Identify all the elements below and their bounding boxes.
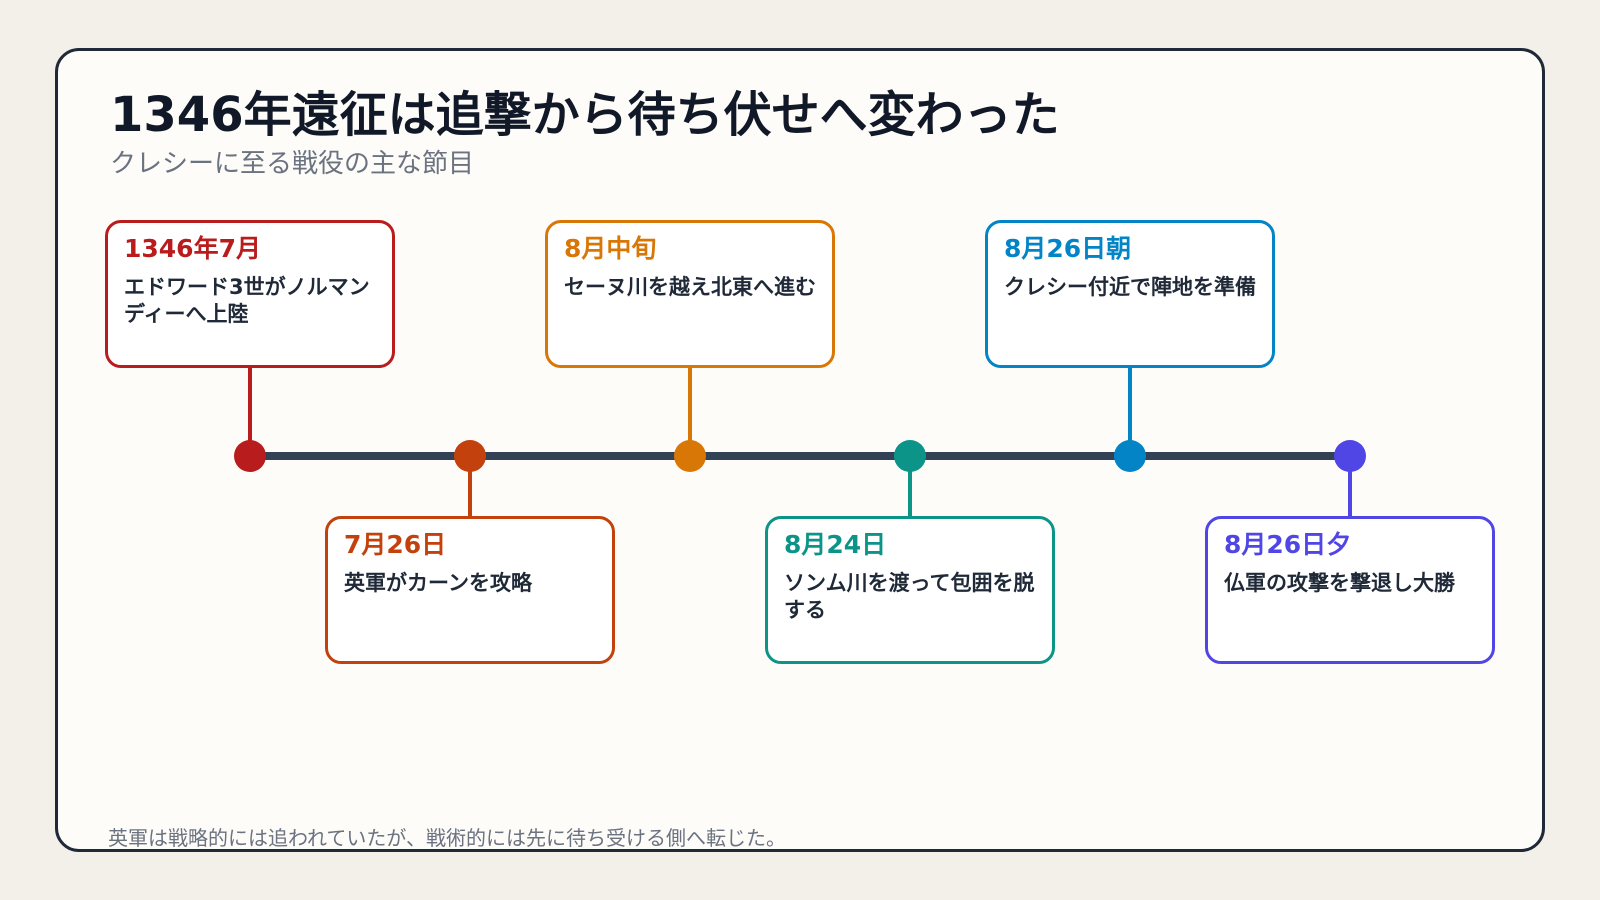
event-marker — [234, 440, 266, 472]
event-marker — [894, 440, 926, 472]
page-subtitle: クレシーに至る戦役の主な節目 — [110, 149, 475, 179]
timeline-axis — [250, 452, 1350, 460]
event-description: ソンム川を渡って包囲を脱する — [784, 570, 1035, 622]
event-box: 8月24日 ソンム川を渡って包囲を脱する — [765, 516, 1055, 664]
event-box: 7月26日 英軍がカーンを攻略 — [325, 516, 615, 664]
timeline-card: 1346年遠征は追撃から待ち伏せへ変わった クレシーに至る戦役の主な節目 英軍は… — [55, 48, 1545, 852]
page-title: 1346年遠征は追撃から待ち伏せへ変わった — [110, 87, 1060, 143]
event-connector — [248, 368, 252, 456]
event-description: クレシー付近で陣地を準備 — [1004, 274, 1256, 299]
event-marker — [674, 440, 706, 472]
event-date: 8月中旬 — [564, 234, 657, 263]
event-connector — [468, 456, 472, 516]
event-connector — [908, 456, 912, 516]
event-date: 7月26日 — [344, 530, 447, 559]
event-marker — [454, 440, 486, 472]
event-date: 8月26日夕 — [1224, 530, 1352, 559]
event-description: セーヌ川を越え北東へ進む — [564, 274, 816, 299]
event-description: 英軍がカーンを攻略 — [344, 570, 532, 595]
event-box: 1346年7月 エドワード3世がノルマンディーへ上陸 — [105, 220, 395, 368]
event-box: 8月26日夕 仏軍の攻撃を撃退し大勝 — [1205, 516, 1495, 664]
event-box: 8月中旬 セーヌ川を越え北東へ進む — [545, 220, 835, 368]
event-description: エドワード3世がノルマンディーへ上陸 — [124, 274, 370, 326]
event-connector — [1128, 368, 1132, 456]
event-description: 仏軍の攻撃を撃退し大勝 — [1224, 570, 1455, 595]
event-connector — [688, 368, 692, 456]
event-marker — [1114, 440, 1146, 472]
event-date: 1346年7月 — [124, 234, 261, 263]
event-connector — [1348, 456, 1352, 516]
event-box: 8月26日朝 クレシー付近で陣地を準備 — [985, 220, 1275, 368]
footnote: 英軍は戦略的には追われていたが、戦術的には先に待ち受ける側へ転じた。 — [108, 826, 786, 850]
event-marker — [1334, 440, 1366, 472]
event-date: 8月24日 — [784, 530, 887, 559]
event-date: 8月26日朝 — [1004, 234, 1132, 263]
